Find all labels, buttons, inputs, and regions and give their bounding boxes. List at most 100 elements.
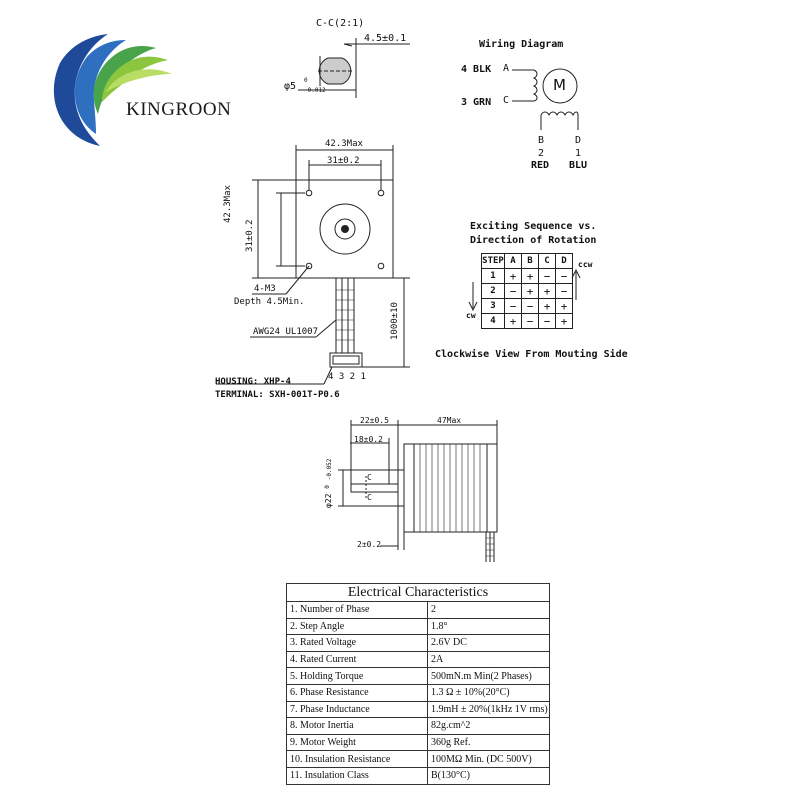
spec-value: B(130°C) <box>427 766 549 784</box>
sign-cell: − <box>555 268 573 284</box>
sign-cell: + <box>504 313 522 329</box>
section-mark-top: C <box>367 473 372 482</box>
section-mark-bottom: C <box>367 493 372 502</box>
hole-spacing-dim: 31±0.2 <box>327 156 360 166</box>
spec-label: 11. Insulation Class <box>287 766 428 784</box>
width-overall-dim: 42.3Max <box>325 139 363 149</box>
spec-label: 2. Step Angle <box>287 617 428 635</box>
sign-cell: + <box>538 283 556 299</box>
sign-cell: − <box>555 283 573 299</box>
spec-label: 8. Motor Inertia <box>287 717 428 735</box>
table-header-row: STEP A B C D <box>481 253 573 269</box>
sign-cell: + <box>504 268 522 284</box>
pin-b-label: B <box>538 135 545 146</box>
wire-spec: AWG24 UL1007 <box>253 327 319 337</box>
spec-value: 1.3 Ω ± 10%(20°C) <box>427 683 549 702</box>
spec-label: 6. Phase Resistance <box>287 683 428 702</box>
spec-label: 10. Insulation Resistance <box>287 750 428 768</box>
spec-value: 2 <box>431 604 436 616</box>
exciting-sequence-table: STEP A B C D 1 + + − − 2 − + + − 3 − − +… <box>481 253 573 329</box>
terminal-label: TERMINAL: SXH-001T-P0.6 <box>215 390 340 400</box>
spec-value: 100MΩ Min. (DC 500V) <box>427 750 549 768</box>
header-a: A <box>504 253 522 269</box>
sign-cell: − <box>504 298 522 314</box>
spec-label: 4. Rated Current <box>287 650 428 668</box>
sign-cell: + <box>538 298 556 314</box>
pin-d-label: D <box>575 135 582 146</box>
spec-value: 360g Ref. <box>427 733 549 751</box>
table-row: 3 − − + + <box>481 298 573 314</box>
header-d: D <box>555 253 573 269</box>
connector-pins: 4 3 2 1 <box>328 372 366 382</box>
spec-value: 500mN.m Min(2 Phases) <box>427 667 549 685</box>
table-row: 4 + − − + <box>481 313 573 329</box>
sign-cell: + <box>555 298 573 314</box>
header-step: STEP <box>481 253 505 269</box>
table-row: 2 − + + − <box>481 283 573 299</box>
pin-a-label: A <box>503 63 510 74</box>
rotation-arrows <box>468 268 581 312</box>
spec-label: 7. Phase Inductance <box>287 700 428 718</box>
lead-length-dim: 1000±10 <box>390 302 400 340</box>
flat-length-dim: 18±0.2 <box>354 435 383 444</box>
screw-spec: 4-M3 <box>254 284 276 294</box>
sign-cell: + <box>555 313 573 329</box>
sign-cell: − <box>521 298 539 314</box>
header-c: C <box>538 253 556 269</box>
wire-red-label: RED <box>531 160 550 171</box>
section-title: C-C(2:1) <box>316 18 365 29</box>
shaft-length-dim: 22±0.5 <box>360 416 389 425</box>
brand-name: KINGROON <box>126 99 232 120</box>
wire-grn-label: 3 GRN <box>461 97 492 108</box>
housing-label: HOUSING: XHP-4 <box>215 377 291 387</box>
boss-height-dim: 2±0.2 <box>357 540 382 549</box>
step-cell: 2 <box>481 283 505 299</box>
spec-label: 1. Number of Phase <box>287 602 428 619</box>
sign-cell: − <box>538 268 556 284</box>
electrical-title: Electrical Characteristics <box>287 584 549 602</box>
pin-c-label: C <box>503 95 510 106</box>
wiring-title: Wiring Diagram <box>479 39 564 50</box>
kingroon-logo-mark <box>53 34 172 146</box>
motor-front-view <box>216 145 410 385</box>
spec-label: 9. Motor Weight <box>287 733 428 751</box>
sign-cell: − <box>504 283 522 299</box>
sequence-caption: Clockwise View From Mouting Side <box>435 349 628 360</box>
wire-blu-label: BLU <box>569 160 588 171</box>
spec-label: 3. Rated Voltage <box>287 634 428 652</box>
wire-blk-label: 4 BLK <box>461 64 492 75</box>
cw-label: cw <box>466 311 476 320</box>
step-cell: 4 <box>481 313 505 329</box>
boss-dia-dim: φ22 0 -0.052 <box>324 458 333 508</box>
motor-symbol: M <box>553 76 566 94</box>
sign-cell: + <box>521 268 539 284</box>
wiring-schematic <box>512 68 579 130</box>
spec-value: 1.8° <box>427 617 549 635</box>
pin-d-num: 1 <box>575 148 582 159</box>
body-length-dim: 47Max <box>437 416 462 425</box>
sign-cell: − <box>521 313 539 329</box>
section-dia-dim: φ5 0 -0.012 <box>284 77 326 94</box>
table-row: 1 + + − − <box>481 268 573 284</box>
section-width-dim: 4.5±0.1 <box>364 33 407 44</box>
ccw-label: ccw <box>578 260 593 269</box>
spec-value: 82g.cm^2 <box>427 717 549 735</box>
spec-value: 2A <box>427 650 549 668</box>
height-overall-dim: 42.3Max <box>223 185 233 223</box>
sequence-title-2: Direction of Rotation <box>470 235 597 246</box>
screw-depth: Depth 4.5Min. <box>234 297 305 307</box>
sign-cell: − <box>538 313 556 329</box>
spec-value: 1.9mH ± 20%(1kHz 1V rms) <box>427 700 549 718</box>
electrical-characteristics-table: Electrical Characteristics 1. Number of … <box>286 583 550 785</box>
